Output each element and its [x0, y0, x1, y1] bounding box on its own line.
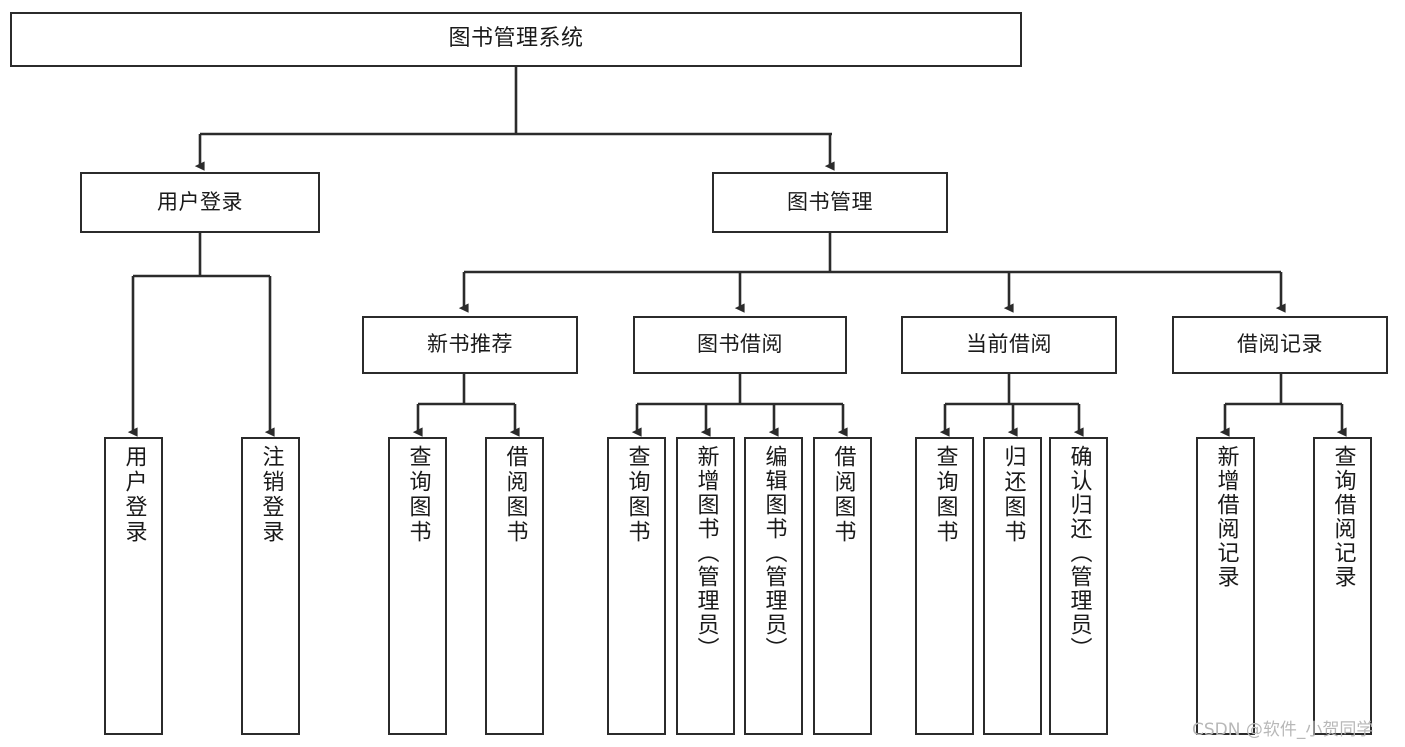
node-leaf-borrow-book-2[interactable]: 借阅图书: [813, 437, 872, 735]
node-leaf-query-book-2[interactable]: 查询图书: [607, 437, 666, 735]
node-leaf-query-record-label: 查询借阅记录: [1330, 445, 1356, 589]
node-user-login-label: 用户登录: [157, 189, 243, 214]
node-leaf-add-record[interactable]: 新增借阅记录: [1196, 437, 1255, 735]
node-root-label: 图书管理系统: [448, 26, 584, 52]
node-leaf-query-book-2-label: 查询图书: [624, 445, 650, 545]
node-leaf-borrow-book-2-label: 借阅图书: [830, 445, 856, 545]
node-user-login[interactable]: 用户登录: [80, 172, 320, 233]
node-leaf-user-login-label: 用户登录: [121, 445, 147, 545]
node-new-book-recommend-label: 新书推荐: [427, 332, 513, 357]
node-leaf-query-book-1[interactable]: 查询图书: [388, 437, 447, 735]
node-borrow-record[interactable]: 借阅记录: [1172, 316, 1388, 374]
node-leaf-query-book-3[interactable]: 查询图书: [915, 437, 974, 735]
node-leaf-query-record[interactable]: 查询借阅记录: [1313, 437, 1372, 735]
node-leaf-query-book-1-label: 查询图书: [405, 445, 431, 545]
node-new-book-recommend[interactable]: 新书推荐: [362, 316, 578, 374]
node-leaf-return-book[interactable]: 归还图书: [983, 437, 1042, 735]
node-leaf-logout-label: 注销登录: [258, 445, 284, 545]
node-leaf-add-record-label: 新增借阅记录: [1213, 445, 1239, 589]
node-leaf-add-book[interactable]: 新增图书（管理员）: [676, 437, 735, 735]
node-leaf-borrow-book-1[interactable]: 借阅图书: [485, 437, 544, 735]
node-leaf-edit-book-label: 编辑图书（管理员）: [761, 445, 787, 661]
node-leaf-confirm-return-label: 确认归还（管理员）: [1066, 445, 1092, 661]
node-book-management[interactable]: 图书管理: [712, 172, 948, 233]
node-borrow-record-label: 借阅记录: [1237, 332, 1323, 357]
node-current-borrow[interactable]: 当前借阅: [901, 316, 1117, 374]
node-leaf-logout[interactable]: 注销登录: [241, 437, 300, 735]
node-leaf-edit-book[interactable]: 编辑图书（管理员）: [744, 437, 803, 735]
node-leaf-borrow-book-1-label: 借阅图书: [502, 445, 528, 545]
node-leaf-add-book-label: 新增图书（管理员）: [693, 445, 719, 661]
node-book-management-label: 图书管理: [787, 189, 873, 214]
node-leaf-confirm-return[interactable]: 确认归还（管理员）: [1049, 437, 1108, 735]
node-book-borrow-label: 图书借阅: [697, 332, 783, 357]
node-leaf-return-book-label: 归还图书: [1000, 445, 1026, 545]
node-current-borrow-label: 当前借阅: [966, 332, 1052, 357]
node-leaf-user-login[interactable]: 用户登录: [104, 437, 163, 735]
node-leaf-query-book-3-label: 查询图书: [932, 445, 958, 545]
node-book-borrow[interactable]: 图书借阅: [633, 316, 847, 374]
node-root[interactable]: 图书管理系统: [10, 12, 1022, 67]
